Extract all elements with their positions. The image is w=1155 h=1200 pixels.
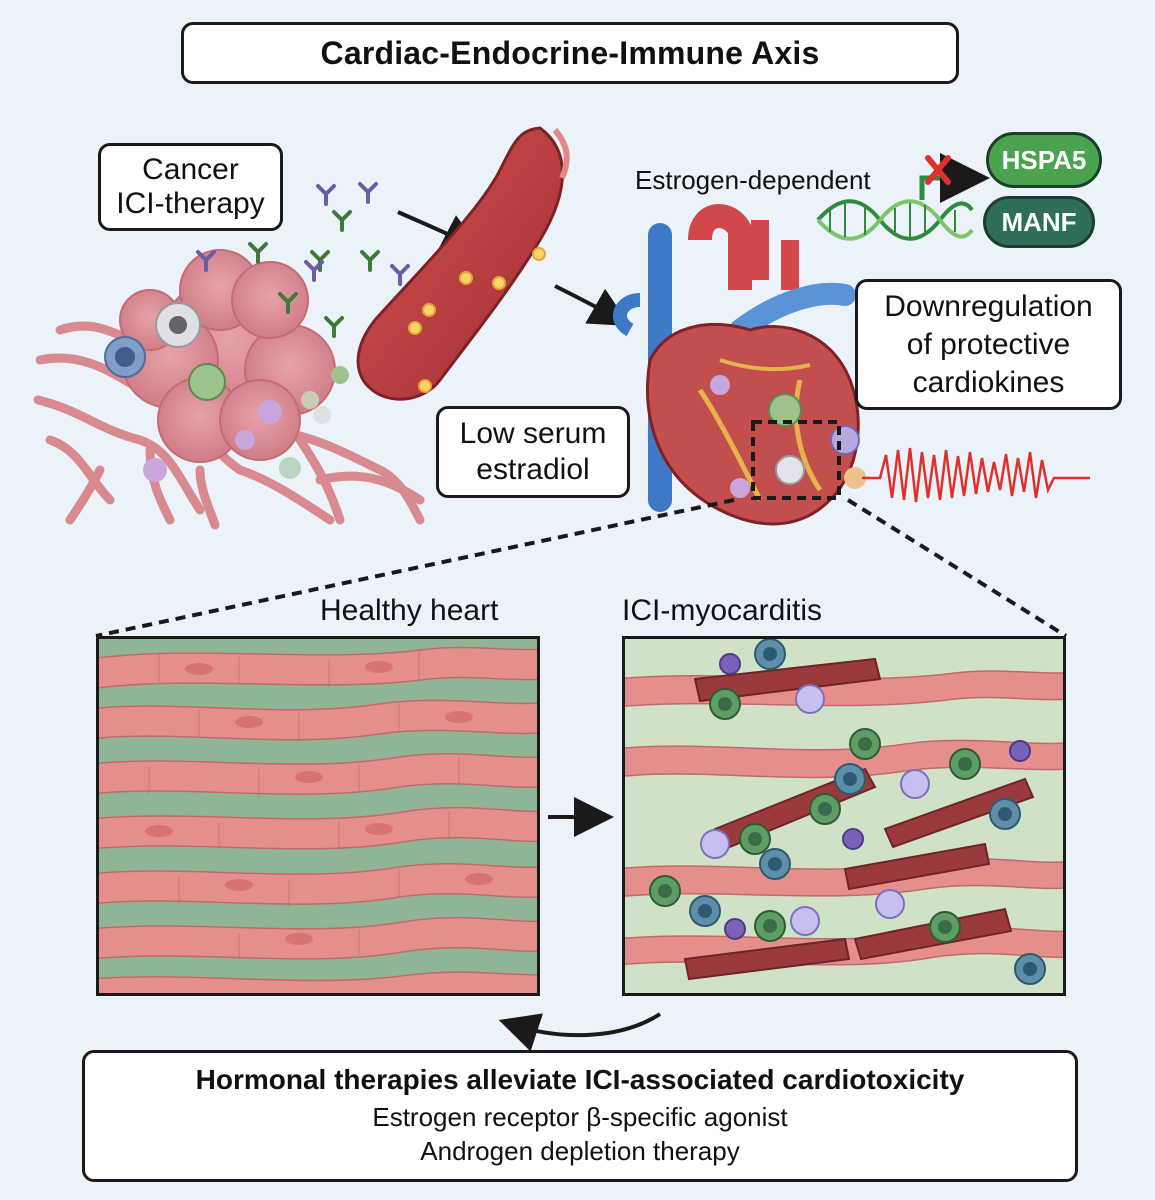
tumor-icon	[33, 249, 425, 530]
immune-cell-icon	[649, 639, 1046, 985]
manf-badge: MANF	[983, 196, 1095, 248]
ici-myocarditis-label: ICI-myocarditis	[622, 594, 823, 627]
cancer-label-line1: Cancer	[142, 153, 239, 186]
diagram-title: Cardiac-Endocrine-Immune Axis	[320, 34, 820, 71]
cancer-label-line2: ICI-therapy	[116, 187, 265, 220]
downreg-line2: of protective	[906, 327, 1071, 361]
inflamed-tissue-illustration	[625, 639, 1063, 985]
ecg-icon	[862, 447, 1090, 503]
healthy-heart-label: Healthy heart	[320, 594, 499, 627]
serum-label-line1: Low serum	[459, 417, 607, 450]
hormonal-therapy-box: Hormonal therapies alleviate ICI-associa…	[82, 1050, 1078, 1182]
transcription-arrow	[919, 153, 990, 203]
therapy-heading: Hormonal therapies alleviate ICI-associa…	[195, 1064, 965, 1095]
antibody-icon	[196, 182, 410, 338]
title-box: Cardiac-Endocrine-Immune Axis	[181, 22, 959, 84]
downregulation-box: Downregulation of protective cardiokines	[855, 279, 1122, 410]
therapy-item-1: Estrogen receptor β-specific agonist	[372, 1102, 788, 1132]
serum-label-line2: estradiol	[476, 453, 590, 486]
serum-estradiol-box: Low serum estradiol	[436, 406, 630, 498]
downreg-line3: cardiokines	[912, 365, 1065, 399]
ici-myocarditis-panel	[622, 636, 1066, 996]
inhibit-x-icon	[925, 155, 951, 185]
cardiomyocyte-icon	[99, 646, 537, 993]
downreg-line1: Downregulation	[884, 289, 1093, 323]
blood-vessel-icon	[356, 126, 570, 401]
hspa5-badge: HSPA5	[986, 132, 1102, 188]
dna-icon	[816, 199, 974, 241]
zoom-line-left	[95, 498, 735, 638]
reversal-arrow	[498, 1012, 662, 1052]
estrogen-dependent-label: Estrogen-dependent	[635, 165, 871, 195]
arrow-to-heart	[554, 284, 630, 326]
healthy-heart-panel	[96, 636, 540, 996]
cancer-ici-box: Cancer ICI-therapy	[98, 143, 283, 231]
therapy-item-2: Androgen depletion therapy	[420, 1136, 740, 1166]
zoom-line-right	[846, 498, 1068, 638]
heart-icon	[613, 204, 866, 526]
